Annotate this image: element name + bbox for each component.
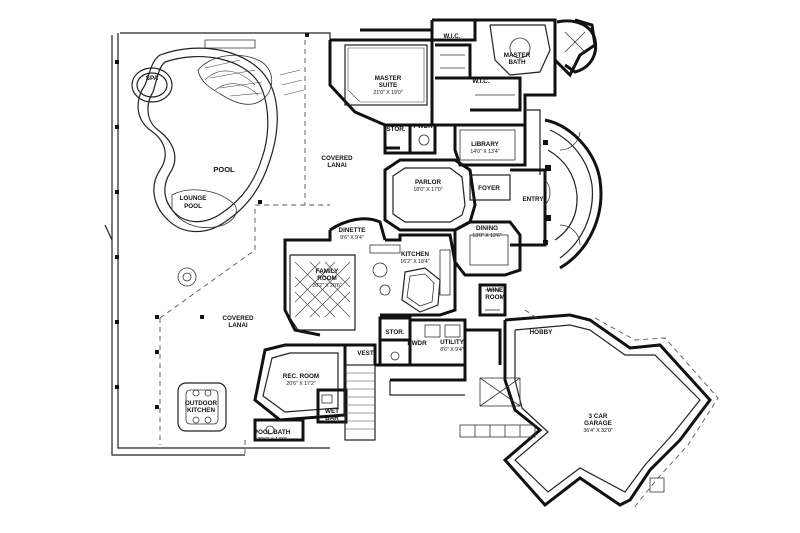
label-dinette: DINETTE (339, 227, 366, 234)
label-hobby: HOBBY (530, 329, 554, 336)
label-wine-room-1: WINE (487, 287, 503, 294)
label-utility: UTILITY (440, 339, 465, 346)
family-room-grid (294, 261, 351, 318)
label-master-suite-1: MASTER (375, 75, 402, 82)
label-library: LIBRARY (471, 141, 500, 148)
dim-garage: 36'4" X 32'0" (583, 428, 612, 434)
label-family-room-1: FAMILY (316, 268, 339, 275)
outdoor-kitchen-counter (177, 382, 227, 432)
label-covered-lanai-top-2: LANAI (327, 162, 346, 169)
label-master-bath-1: MASTER (504, 52, 531, 59)
label-lounge-pool-2: POOL (184, 203, 202, 210)
label-master-suite-2: SUITE (379, 82, 398, 89)
label-wet-bar-1: WET (325, 408, 339, 415)
dim-family-room: 20'2" X 20'6" (312, 283, 341, 289)
label-pwdr-top: PWDR (413, 123, 433, 130)
label-stor-top: STOR. (386, 126, 405, 133)
dim-rec-room: 20'6" X 17'2" (286, 381, 315, 387)
label-covered-lanai-bottom-2: LANAI (228, 322, 247, 329)
dim-master-suite: 21'0" X 19'0" (373, 90, 402, 96)
label-covered-lanai-top-1: COVERED (321, 155, 353, 162)
dim-pool-bath: 20'6" X 17'0" (257, 437, 286, 443)
label-covered-lanai-bottom-1: COVERED (222, 315, 254, 322)
room-labels: SPA POOL LOUNGE POOL COVERED LANAI COVER… (146, 33, 613, 443)
label-outdoor-kitchen-1: OUTDOOR (185, 400, 218, 407)
label-master-bath-2: BATH (508, 59, 525, 66)
rock-feature (197, 55, 273, 105)
screen-columns (115, 33, 309, 409)
label-foyer: FOYER (478, 185, 500, 192)
label-pwdr-mid: PWDR (407, 340, 427, 347)
dim-dining: 13'0" X 12'6" (472, 233, 501, 239)
label-lounge-pool-1: LOUNGE (180, 195, 207, 202)
label-pool: POOL (213, 165, 235, 174)
pool-outline (137, 47, 278, 233)
label-wic-top: W.I.C. (443, 33, 460, 40)
label-family-room-2: ROOM (317, 275, 337, 282)
label-wine-room-2: ROOM (485, 294, 505, 301)
spa-outline (131, 67, 173, 103)
label-vest: VEST. (357, 350, 375, 357)
dim-dinette: 9'6" X 9'4" (340, 235, 364, 241)
label-pool-bath: POOL BATH (254, 429, 291, 436)
label-garage-1: 3 CAR (589, 413, 608, 420)
label-wic-mid: W.I.C. (472, 78, 489, 85)
label-garage-2: GARAGE (584, 420, 612, 427)
label-wet-bar-2: BAR (325, 415, 339, 422)
label-spa: SPA (146, 75, 159, 82)
dim-utility: 8'6" X 9'4" (440, 347, 464, 353)
dim-kitchen: 16'2" X 18'4" (400, 259, 429, 265)
label-parlor: PARLOR (415, 179, 442, 186)
stair (344, 364, 376, 441)
fire-pit (177, 267, 197, 287)
label-dining: DINING (476, 225, 498, 232)
label-stor-mid: STOR. (385, 329, 404, 336)
label-kitchen: KITCHEN (401, 251, 429, 258)
label-rec-room: REC. ROOM (283, 373, 319, 380)
house-walls (253, 18, 719, 511)
dim-parlor: 18'0" X 17'0" (413, 187, 442, 193)
label-outdoor-kitchen-2: KITCHEN (187, 407, 215, 414)
pool-deck (104, 32, 331, 456)
label-entry: ENTRY (522, 196, 544, 203)
dim-library: 14'0" X 13'4" (470, 149, 499, 155)
